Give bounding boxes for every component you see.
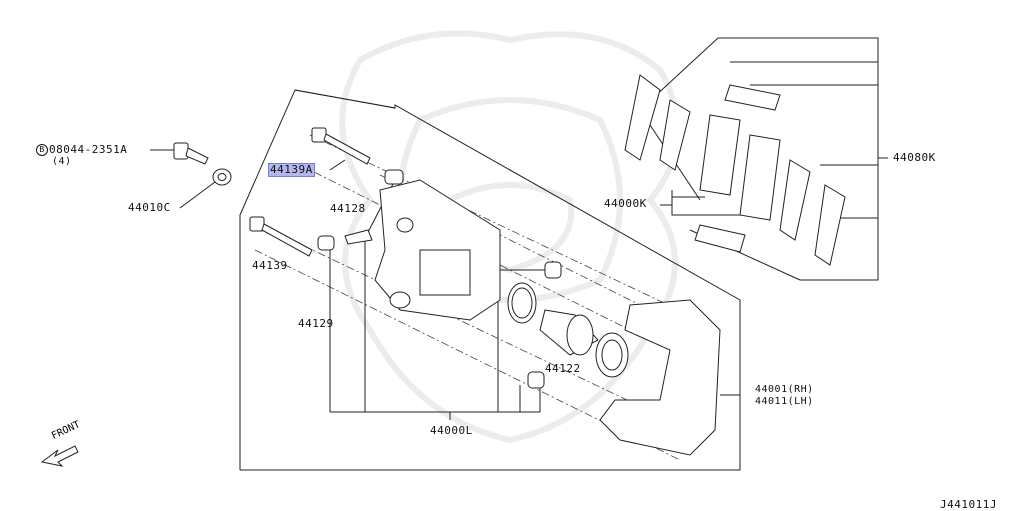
pad-hardware-label: 44080K [893, 151, 936, 164]
bolt-thread [185, 147, 209, 165]
pad-shim-2 [659, 99, 691, 171]
caliper-bracket [599, 299, 721, 456]
pad-shim-1 [624, 74, 661, 161]
assembly-frame [239, 89, 741, 471]
boot-upper [544, 261, 562, 279]
pad-clip-upper [724, 84, 781, 111]
boot-part [317, 235, 335, 251]
drawing-id: J441011J [940, 498, 997, 511]
pin-bolt-a-label: 44139A [268, 163, 315, 177]
pad-shim-3 [779, 159, 811, 241]
bushing-label: 44128 [330, 202, 366, 215]
bolt-symbol-icon: B [36, 144, 48, 156]
pad-clip-lower [694, 224, 746, 253]
boot-lower [527, 371, 545, 389]
boot-label: 44129 [298, 317, 334, 330]
pad-shim-4 [814, 184, 846, 266]
bushing-a [384, 169, 404, 185]
caliper-lh-label: 44011(LH) [755, 396, 814, 407]
piston-label: 44122 [545, 362, 581, 375]
brake-pad-outer [739, 134, 781, 221]
seal-kit-label: 44000L [430, 424, 473, 437]
bolt-part-number: 08044-2351A [49, 143, 128, 156]
bolt-quantity: (4) [52, 156, 72, 167]
bolt-head [173, 142, 189, 160]
part-shapes [173, 74, 846, 456]
caliper-rh-label: 44001(RH) [755, 384, 814, 395]
washer-label: 44010C [128, 201, 171, 214]
front-arrow [40, 445, 79, 467]
pin-bolt-label: 44139 [252, 259, 288, 272]
pad-kit-label: 44000K [604, 197, 647, 210]
bleeder [344, 229, 373, 245]
brake-pad-inner [699, 114, 741, 196]
